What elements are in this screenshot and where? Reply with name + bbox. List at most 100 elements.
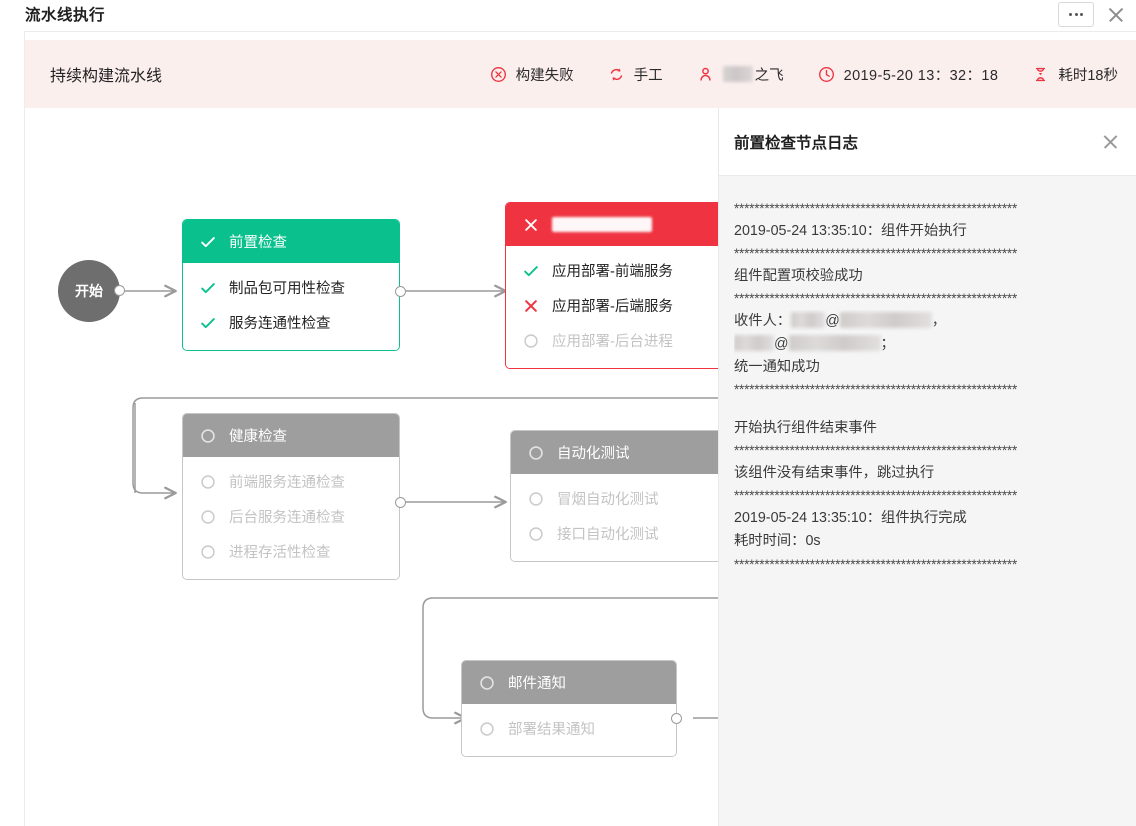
circle-icon <box>199 427 217 445</box>
node-health-item-1-label: 后台服务连通检查 <box>229 510 345 526</box>
node-autotest[interactable]: 自动化测试 冒烟自动化测试 接口自动化测试 <box>510 430 718 562</box>
redacted-email-domain <box>839 311 932 328</box>
node-health-item-1[interactable]: 后台服务连通检查 <box>183 499 399 534</box>
window-controls <box>1058 2 1128 27</box>
hourglass-icon <box>1032 66 1049 83</box>
node-autotest-item-0[interactable]: 冒烟自动化测试 <box>511 481 718 516</box>
node-precheck-out-port[interactable] <box>395 286 406 297</box>
node-precheck-title: 前置检查 <box>229 235 287 251</box>
node-health[interactable]: 健康检查 前端服务连通检查 后台服务连通检查 <box>182 413 400 580</box>
circle-icon <box>527 490 545 508</box>
node-health-item-2-label: 进程存活性检查 <box>229 545 331 561</box>
node-deploy-item-1-label: 应用部署-后端服务 <box>552 299 673 315</box>
cross-icon <box>522 297 540 315</box>
node-health-item-0[interactable]: 前端服务连通检查 <box>183 464 399 499</box>
log-line: ****************************************… <box>734 488 1018 504</box>
clock-icon <box>818 66 835 83</box>
pipeline-canvas[interactable]: 开始 前置检查 制品包可用性检查 <box>25 108 718 826</box>
log-line: ****************************************… <box>734 382 1018 398</box>
node-precheck-body: 制品包可用性检查 服务连通性检查 <box>183 263 399 350</box>
refresh-icon <box>608 66 625 83</box>
start-node[interactable]: 开始 <box>58 260 120 322</box>
circle-icon <box>478 720 496 738</box>
circle-icon <box>527 444 545 462</box>
circle-icon <box>199 543 217 561</box>
build-status: 构建失败 <box>490 64 574 85</box>
node-precheck-item-0-label: 制品包可用性检查 <box>229 281 345 297</box>
window-titlebar: 流水线执行 <box>0 0 1136 31</box>
node-deploy-item-2[interactable]: 应用部署-后台进程 <box>506 323 718 358</box>
node-health-out-port[interactable] <box>395 497 406 508</box>
more-dots-icon <box>1069 13 1083 16</box>
log-line: 开始执行组件结束事件 <box>734 420 877 437</box>
log-line: @； <box>734 333 1122 356</box>
node-precheck[interactable]: 前置检查 制品包可用性检查 服务连通性检查 <box>182 219 400 351</box>
log-panel-content[interactable]: ****************************************… <box>719 176 1136 826</box>
log-panel-header: 前置检查节点日志 <box>719 108 1136 176</box>
node-deploy-item-2-label: 应用部署-后台进程 <box>552 334 673 350</box>
node-health-item-2[interactable]: 进程存活性检查 <box>183 534 399 569</box>
start-time: 2019-5-20 13：32：18 <box>818 64 999 85</box>
node-deploy[interactable]: 应用部署-前端服务 应用部署-后端服务 应用部署-后台进程 <box>505 202 718 369</box>
node-health-item-0-label: 前端服务连通检查 <box>229 475 345 491</box>
redacted-email-user <box>791 311 826 328</box>
node-autotest-item-1[interactable]: 接口自动化测试 <box>511 516 718 551</box>
duration: 耗时18秒 <box>1032 64 1118 85</box>
trigger-type: 手工 <box>608 64 663 85</box>
operator-name-visible: 之飞 <box>754 67 784 84</box>
titlebar-divider <box>0 31 1136 32</box>
node-autotest-item-0-label: 冒烟自动化测试 <box>557 492 659 508</box>
log-line: ****************************************… <box>734 201 1018 216</box>
node-mail-notify-header[interactable]: 邮件通知 <box>462 661 676 704</box>
log-line: 耗时时间：0s <box>734 533 821 550</box>
node-health-body: 前端服务连通检查 后台服务连通检查 进程存活性检查 <box>183 457 399 579</box>
node-deploy-item-1[interactable]: 应用部署-后端服务 <box>506 288 718 323</box>
node-mail-notify-out-port[interactable] <box>671 713 682 724</box>
node-precheck-item-1[interactable]: 服务连通性检查 <box>183 305 399 340</box>
close-icon[interactable] <box>1104 3 1128 27</box>
more-options-button[interactable] <box>1058 2 1094 27</box>
check-icon <box>199 314 217 332</box>
log-panel-close-icon[interactable] <box>1098 130 1122 154</box>
node-mail-notify-item-0-label: 部署结果通知 <box>508 722 595 738</box>
node-health-title: 健康检查 <box>229 429 287 445</box>
node-autotest-title: 自动化测试 <box>557 446 630 462</box>
build-status-text: 构建失败 <box>515 67 574 84</box>
duration-text: 耗时18秒 <box>1058 67 1118 84</box>
node-deploy-header[interactable] <box>506 203 718 246</box>
circle-x-icon <box>490 66 507 83</box>
log-line: ****************************************… <box>734 291 1018 307</box>
node-mail-notify-title: 邮件通知 <box>508 676 566 692</box>
pipeline-name: 持续构建流水线 <box>50 68 163 85</box>
pipeline-meta-group: 构建失败 手工 <box>456 64 1136 85</box>
connector-lines <box>121 284 718 725</box>
redacted-email-domain <box>788 335 881 352</box>
node-log-panel: 前置检查节点日志 *******************************… <box>718 108 1136 826</box>
cross-icon <box>522 216 540 234</box>
node-deploy-item-0[interactable]: 应用部署-前端服务 <box>506 253 718 288</box>
log-panel-title: 前置检查节点日志 <box>734 134 859 152</box>
pipeline-summary-banner: 持续构建流水线 构建失败 手工 <box>25 40 1136 108</box>
check-icon <box>199 233 217 251</box>
operator: 之飞 <box>697 64 784 85</box>
node-precheck-header[interactable]: 前置检查 <box>183 220 399 263</box>
log-line: 2019-05-24 13:35:10：组件执行完成 <box>734 510 967 527</box>
log-line <box>734 401 1122 417</box>
log-line: 统一通知成功 <box>734 359 820 376</box>
node-health-header[interactable]: 健康检查 <box>183 414 399 457</box>
node-mail-notify-item-0[interactable]: 部署结果通知 <box>462 711 676 746</box>
node-autotest-header[interactable]: 自动化测试 <box>511 431 718 474</box>
log-line: ****************************************… <box>734 556 1018 572</box>
redacted-operator-block <box>722 66 753 82</box>
circle-icon <box>199 508 217 526</box>
circle-icon <box>199 473 217 491</box>
start-node-out-port[interactable] <box>114 285 125 296</box>
user-icon <box>697 66 714 83</box>
node-precheck-item-0[interactable]: 制品包可用性检查 <box>183 270 399 305</box>
node-autotest-item-1-label: 接口自动化测试 <box>557 527 659 543</box>
log-line: ****************************************… <box>734 246 1018 262</box>
node-mail-notify[interactable]: 邮件通知 部署结果通知 <box>461 660 677 757</box>
log-line: 该组件没有结束事件，跳过执行 <box>734 465 935 482</box>
page-title: 流水线执行 <box>25 7 106 24</box>
